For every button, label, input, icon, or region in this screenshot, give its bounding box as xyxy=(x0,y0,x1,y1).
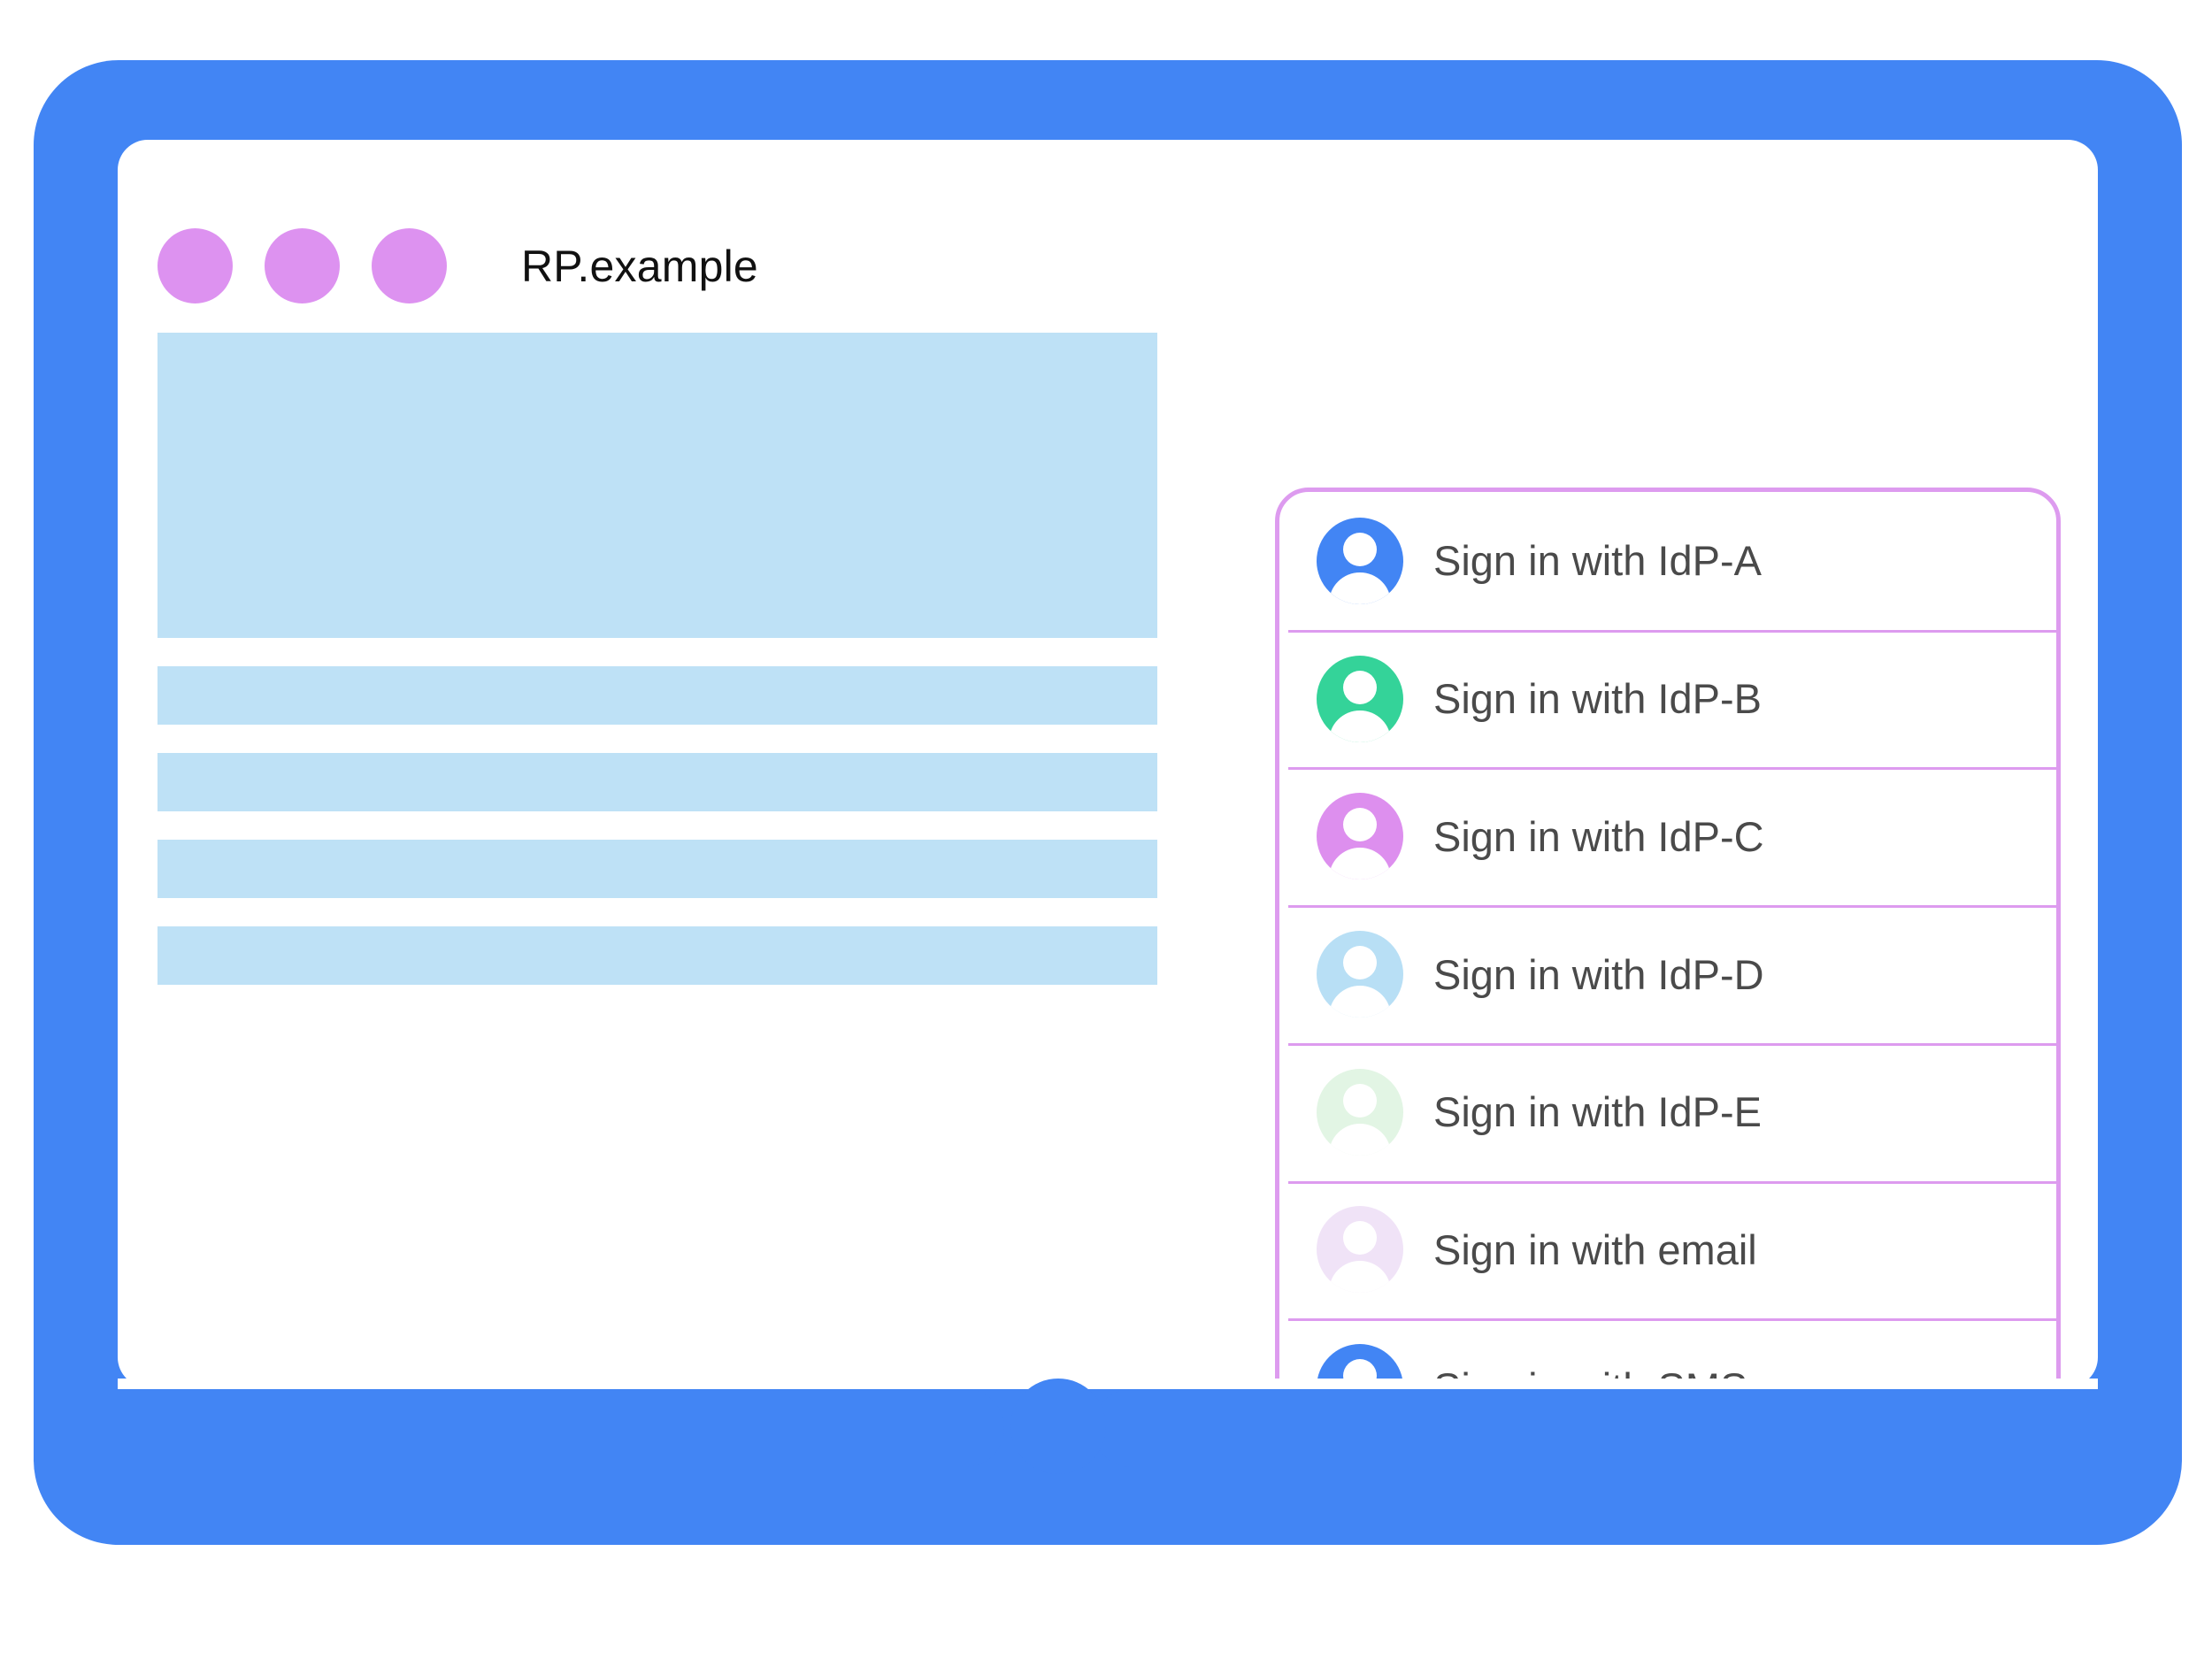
window-dot-2-icon[interactable] xyxy=(265,228,340,303)
text-placeholder-3 xyxy=(157,840,1157,898)
signin-item[interactable]: Sign in with IdP-A xyxy=(1279,492,2056,630)
signin-item-label: Sign in with IdP-E xyxy=(1433,1088,1762,1136)
screen-bezel-gap xyxy=(118,1379,2098,1389)
bottom-bezel-left xyxy=(118,1389,1004,1467)
text-placeholder-4 xyxy=(157,926,1157,985)
page-content-placeholders xyxy=(157,333,1157,985)
home-button[interactable] xyxy=(1010,1379,1106,1474)
account-avatar-icon xyxy=(1317,1206,1403,1294)
avatar-head-shape xyxy=(1343,1083,1377,1118)
signin-item-label: Sign in with IdP-D xyxy=(1433,950,1764,998)
account-avatar-icon xyxy=(1317,517,1403,604)
signin-item-label: Sign in with IdP-A xyxy=(1433,537,1762,585)
avatar-body-shape xyxy=(1329,710,1391,742)
signin-item[interactable]: Sign in with IdP-D xyxy=(1279,905,2056,1043)
avatar-body-shape xyxy=(1329,986,1391,1018)
browser-titlebar: RP.example xyxy=(157,228,758,303)
signin-item-label: Sign in with IdP-B xyxy=(1433,675,1762,723)
signin-list: Sign in with IdP-A Sign in with IdP-B Sign… xyxy=(1279,492,2056,1387)
signin-item[interactable]: Sign in with email xyxy=(1279,1180,2056,1319)
avatar-body-shape xyxy=(1329,848,1391,880)
text-placeholder-1 xyxy=(157,666,1157,725)
window-dot-3-icon[interactable] xyxy=(372,228,447,303)
avatar-head-shape xyxy=(1343,808,1377,842)
page-title: RP.example xyxy=(521,241,758,291)
avatar-body-shape xyxy=(1329,1123,1391,1156)
signin-item[interactable]: Sign in with IdP-B xyxy=(1279,629,2056,768)
text-placeholder-2 xyxy=(157,753,1157,811)
avatar-body-shape xyxy=(1329,1261,1391,1294)
signin-item[interactable]: Sign in with IdP-C xyxy=(1279,767,2056,905)
signin-item-label: Sign in with email xyxy=(1433,1225,1757,1273)
account-avatar-icon xyxy=(1317,655,1403,742)
account-avatar-icon xyxy=(1317,793,1403,880)
avatar-head-shape xyxy=(1343,946,1377,980)
signin-item-label: Sign in with IdP-C xyxy=(1433,812,1764,860)
signin-item[interactable]: Sign in with SMS xyxy=(1279,1318,2056,1387)
window-dot-1-icon[interactable] xyxy=(157,228,233,303)
account-avatar-icon xyxy=(1317,1068,1403,1156)
bottom-bezel-right xyxy=(1093,1389,2098,1467)
account-avatar-icon xyxy=(1317,931,1403,1018)
avatar-body-shape xyxy=(1329,572,1391,604)
avatar-head-shape xyxy=(1343,670,1377,704)
hero-placeholder xyxy=(157,333,1157,638)
signin-item[interactable]: Sign in with IdP-E xyxy=(1279,1042,2056,1181)
avatar-head-shape xyxy=(1343,1221,1377,1256)
signin-account-chooser-panel: Sign in with IdP-A Sign in with IdP-B Sign… xyxy=(1275,488,2061,1387)
avatar-head-shape xyxy=(1343,532,1377,566)
